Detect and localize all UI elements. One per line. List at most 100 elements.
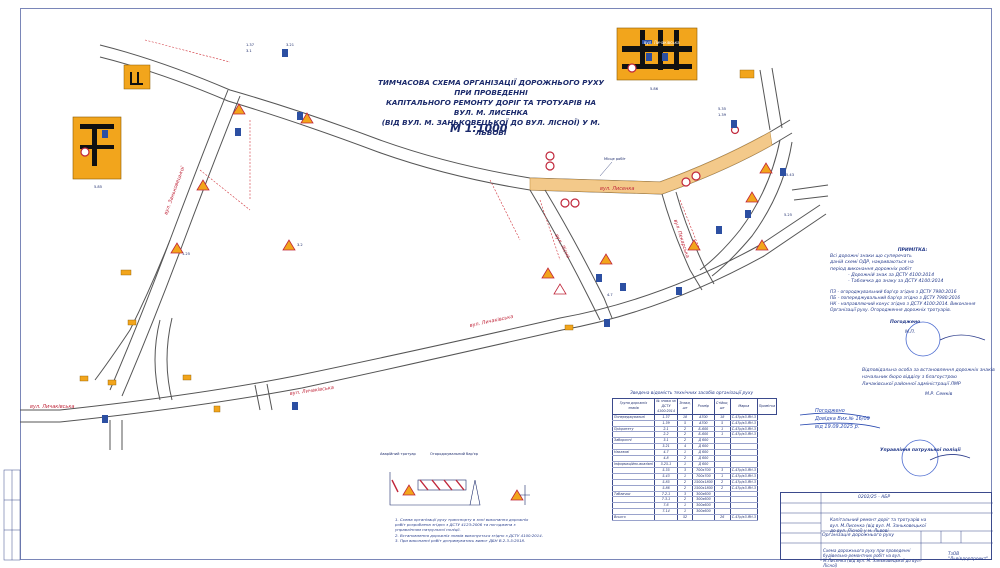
sign-code: 3.21 xyxy=(286,43,294,47)
note-line: - Дорожній знак за ДСТУ 4100:2014 xyxy=(848,272,935,278)
responsible-header: Відповідальна особа за встановлення доро… xyxy=(862,368,995,373)
table-cell: 2 xyxy=(677,479,694,486)
table-header-cell: Розмір xyxy=(692,398,715,415)
table-cell xyxy=(729,502,758,510)
table-cell: 5.25.1 xyxy=(653,461,679,468)
table-cell: С-47р/к3-ЯН-3 xyxy=(729,479,758,486)
info-sign-icon xyxy=(596,274,602,282)
table-cell: 1 xyxy=(677,502,694,510)
responsible-line2: начальник бюро відділу з благоустрою xyxy=(862,375,958,380)
handwriting-3: від 19.09.2025 р. xyxy=(815,424,860,430)
warning-sign-icon xyxy=(402,484,416,496)
info-sign-icon xyxy=(731,120,737,128)
table-cell: Всього xyxy=(612,514,655,522)
company-name: ТзОВ "Львівдорпроект" xyxy=(948,552,989,562)
sign-code: 5.43 xyxy=(786,173,794,177)
sign-codes: 1.37 3.1 3.21 5.35 1.39 5.43 1.25 3.2 4.… xyxy=(182,43,794,297)
note-line: даній схемі ОДР, накриваються на xyxy=(830,260,914,266)
note-line: Всі дорожні знаки що суперечать xyxy=(830,254,912,260)
detail-note: 1. Схема організації руху транспорту в з… xyxy=(395,517,529,522)
table-cell: 7.2.1 xyxy=(653,491,679,498)
detour-sign-right: вул. Личаківська 5.86 xyxy=(616,27,698,91)
drawing-frame xyxy=(20,8,992,560)
sign-code: 1.37 xyxy=(246,43,254,47)
table-cell: 1.39 xyxy=(653,420,679,427)
table-cell: 1500x1800 xyxy=(692,485,715,492)
table-cell: 52 xyxy=(677,514,694,522)
table-cell: 4.8 xyxy=(653,455,679,462)
label-lisna: вул. Лісна xyxy=(553,233,571,259)
table-cell xyxy=(729,437,758,445)
plate-icon xyxy=(182,374,192,381)
project-code: 0202/25 - АБР xyxy=(858,495,891,500)
inset-street-label: вул. Личаківська xyxy=(644,40,680,45)
info-sign-icon xyxy=(745,210,751,218)
table-cell: 5.35 xyxy=(653,467,679,474)
dimension-lines xyxy=(144,39,701,261)
table-cell: 1 xyxy=(677,461,694,468)
table-cell: 5 xyxy=(677,420,694,427)
sign-code: 1.25 xyxy=(182,252,190,256)
project-title-text: Капітальний ремонт доріг та тротуарів на… xyxy=(830,518,927,534)
police-label: Управління патрульної поліції xyxy=(880,448,961,453)
detail-note: 3. При виконанні робіт дотримуватись вим… xyxy=(395,537,526,543)
detail-note: 2. Встановлення дорожніх знаків виконуєт… xyxy=(395,532,543,538)
table-cell xyxy=(729,508,758,516)
plate-icon xyxy=(564,324,574,331)
warning-sign-icon xyxy=(687,239,701,251)
notes-block: ПРИМІТКА: Всі дорожні знаки що суперечат… xyxy=(830,248,995,285)
sign-code: 3.1 xyxy=(246,49,252,53)
table-cell: 2 xyxy=(677,431,694,439)
table-cell xyxy=(729,461,758,468)
warning-sign-icon xyxy=(599,253,613,265)
scale-label: М 1:1000 xyxy=(450,122,508,135)
table-cell: 3.1 xyxy=(653,437,679,445)
table-cell: С-47р/к3-ЯН-3 xyxy=(729,414,758,421)
table-cell: 1 xyxy=(677,473,694,480)
warning-sign-icon xyxy=(759,162,773,174)
info-sign-icon xyxy=(620,283,626,291)
legend-line: ПБ - попереджувальний бар'єр згідно з ДС… xyxy=(830,296,961,301)
plate-icon xyxy=(213,405,221,413)
table-cell: 18 xyxy=(677,414,694,421)
title-line-1: ТИМЧАСОВА СХЕМА ОРГАНІЗАЦІЇ ДОРОЖНЬОГО Р… xyxy=(377,78,605,97)
stamps xyxy=(799,321,986,477)
table-cell: 4 xyxy=(677,443,694,451)
title-line-2: КАПІТАЛЬНОГО РЕМОНТУ ДОРІГ ТА ТРОТУАРІВ … xyxy=(385,98,597,117)
note-line: період виконання дорожніх робіт xyxy=(830,266,912,272)
table-cell: 2 xyxy=(677,437,694,445)
table-cell: 5.86 xyxy=(653,485,679,492)
table-cell: 2.1 xyxy=(653,426,679,433)
warning-sign-icon xyxy=(282,239,296,251)
table-cell: 2 xyxy=(677,426,694,433)
label-lychakivska-2: вул. Личаківська xyxy=(289,385,334,397)
table-cell: 2 xyxy=(677,496,694,504)
table-header-cell: № знака за ДСТУ 4100:2014 xyxy=(653,398,679,415)
sign-code: 5.35 xyxy=(718,107,726,111)
detail-note: управлінням патрульної поліції. xyxy=(395,527,461,533)
table-header-cell: Група дорожніх знаків xyxy=(612,398,655,415)
table-cell: 2 xyxy=(677,485,694,492)
table-cell: 1 xyxy=(677,508,694,516)
table-cell: 3.21 xyxy=(653,443,679,451)
table-cell: 3 xyxy=(677,467,694,474)
table-cell: 3 xyxy=(677,491,694,498)
no-entry-icon xyxy=(570,198,580,208)
inset-code-right: 5.86 xyxy=(650,87,659,91)
table-header-cell: Марка xyxy=(729,398,758,415)
warning-sign-icon xyxy=(232,103,246,115)
repair-zone xyxy=(529,131,773,195)
